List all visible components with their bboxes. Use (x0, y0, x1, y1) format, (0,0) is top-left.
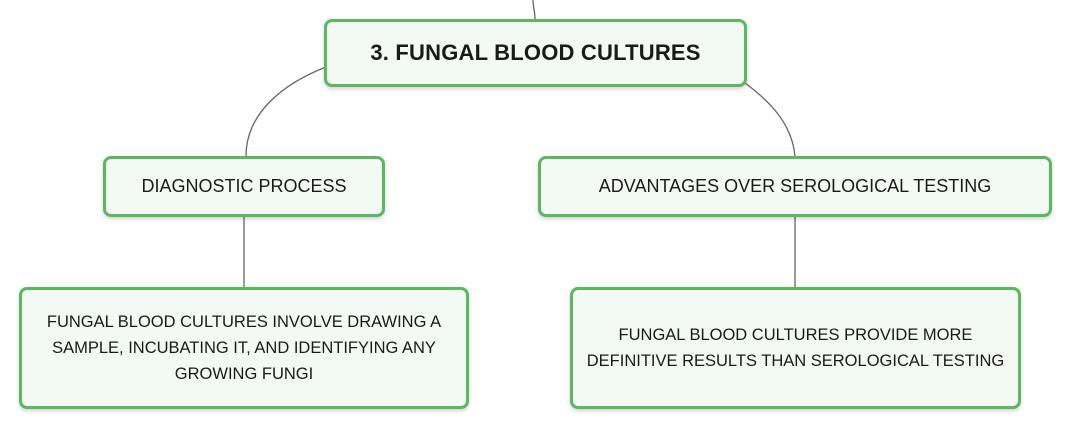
connector-root-to-diagnostic-process (245, 66, 327, 157)
advantages-label: ADVANTAGES OVER SEROLOGICAL TESTING (598, 176, 992, 196)
connector-root-to-advantages (744, 82, 796, 157)
root-node-label: 3. FUNGAL BLOOD CULTURES (370, 40, 701, 65)
root-node[interactable]: 3. FUNGAL BLOOD CULTURES (324, 19, 747, 87)
diagnostic-process-detail-node[interactable]: FUNGAL BLOOD CULTURES INVOLVE DRAWING A … (19, 287, 469, 409)
connector-parent-to-root (532, 0, 536, 20)
diagnostic-process-detail-text: FUNGAL BLOOD CULTURES INVOLVE DRAWING A … (46, 313, 442, 383)
advantages-detail-text: FUNGAL BLOOD CULTURES PROVIDE MORE DEFIN… (586, 326, 1005, 370)
advantages-node[interactable]: ADVANTAGES OVER SEROLOGICAL TESTING (538, 156, 1052, 217)
advantages-detail-node[interactable]: FUNGAL BLOOD CULTURES PROVIDE MORE DEFIN… (570, 287, 1021, 409)
diagnostic-process-node[interactable]: DIAGNOSTIC PROCESS (103, 156, 385, 217)
diagnostic-process-label: DIAGNOSTIC PROCESS (141, 176, 347, 196)
